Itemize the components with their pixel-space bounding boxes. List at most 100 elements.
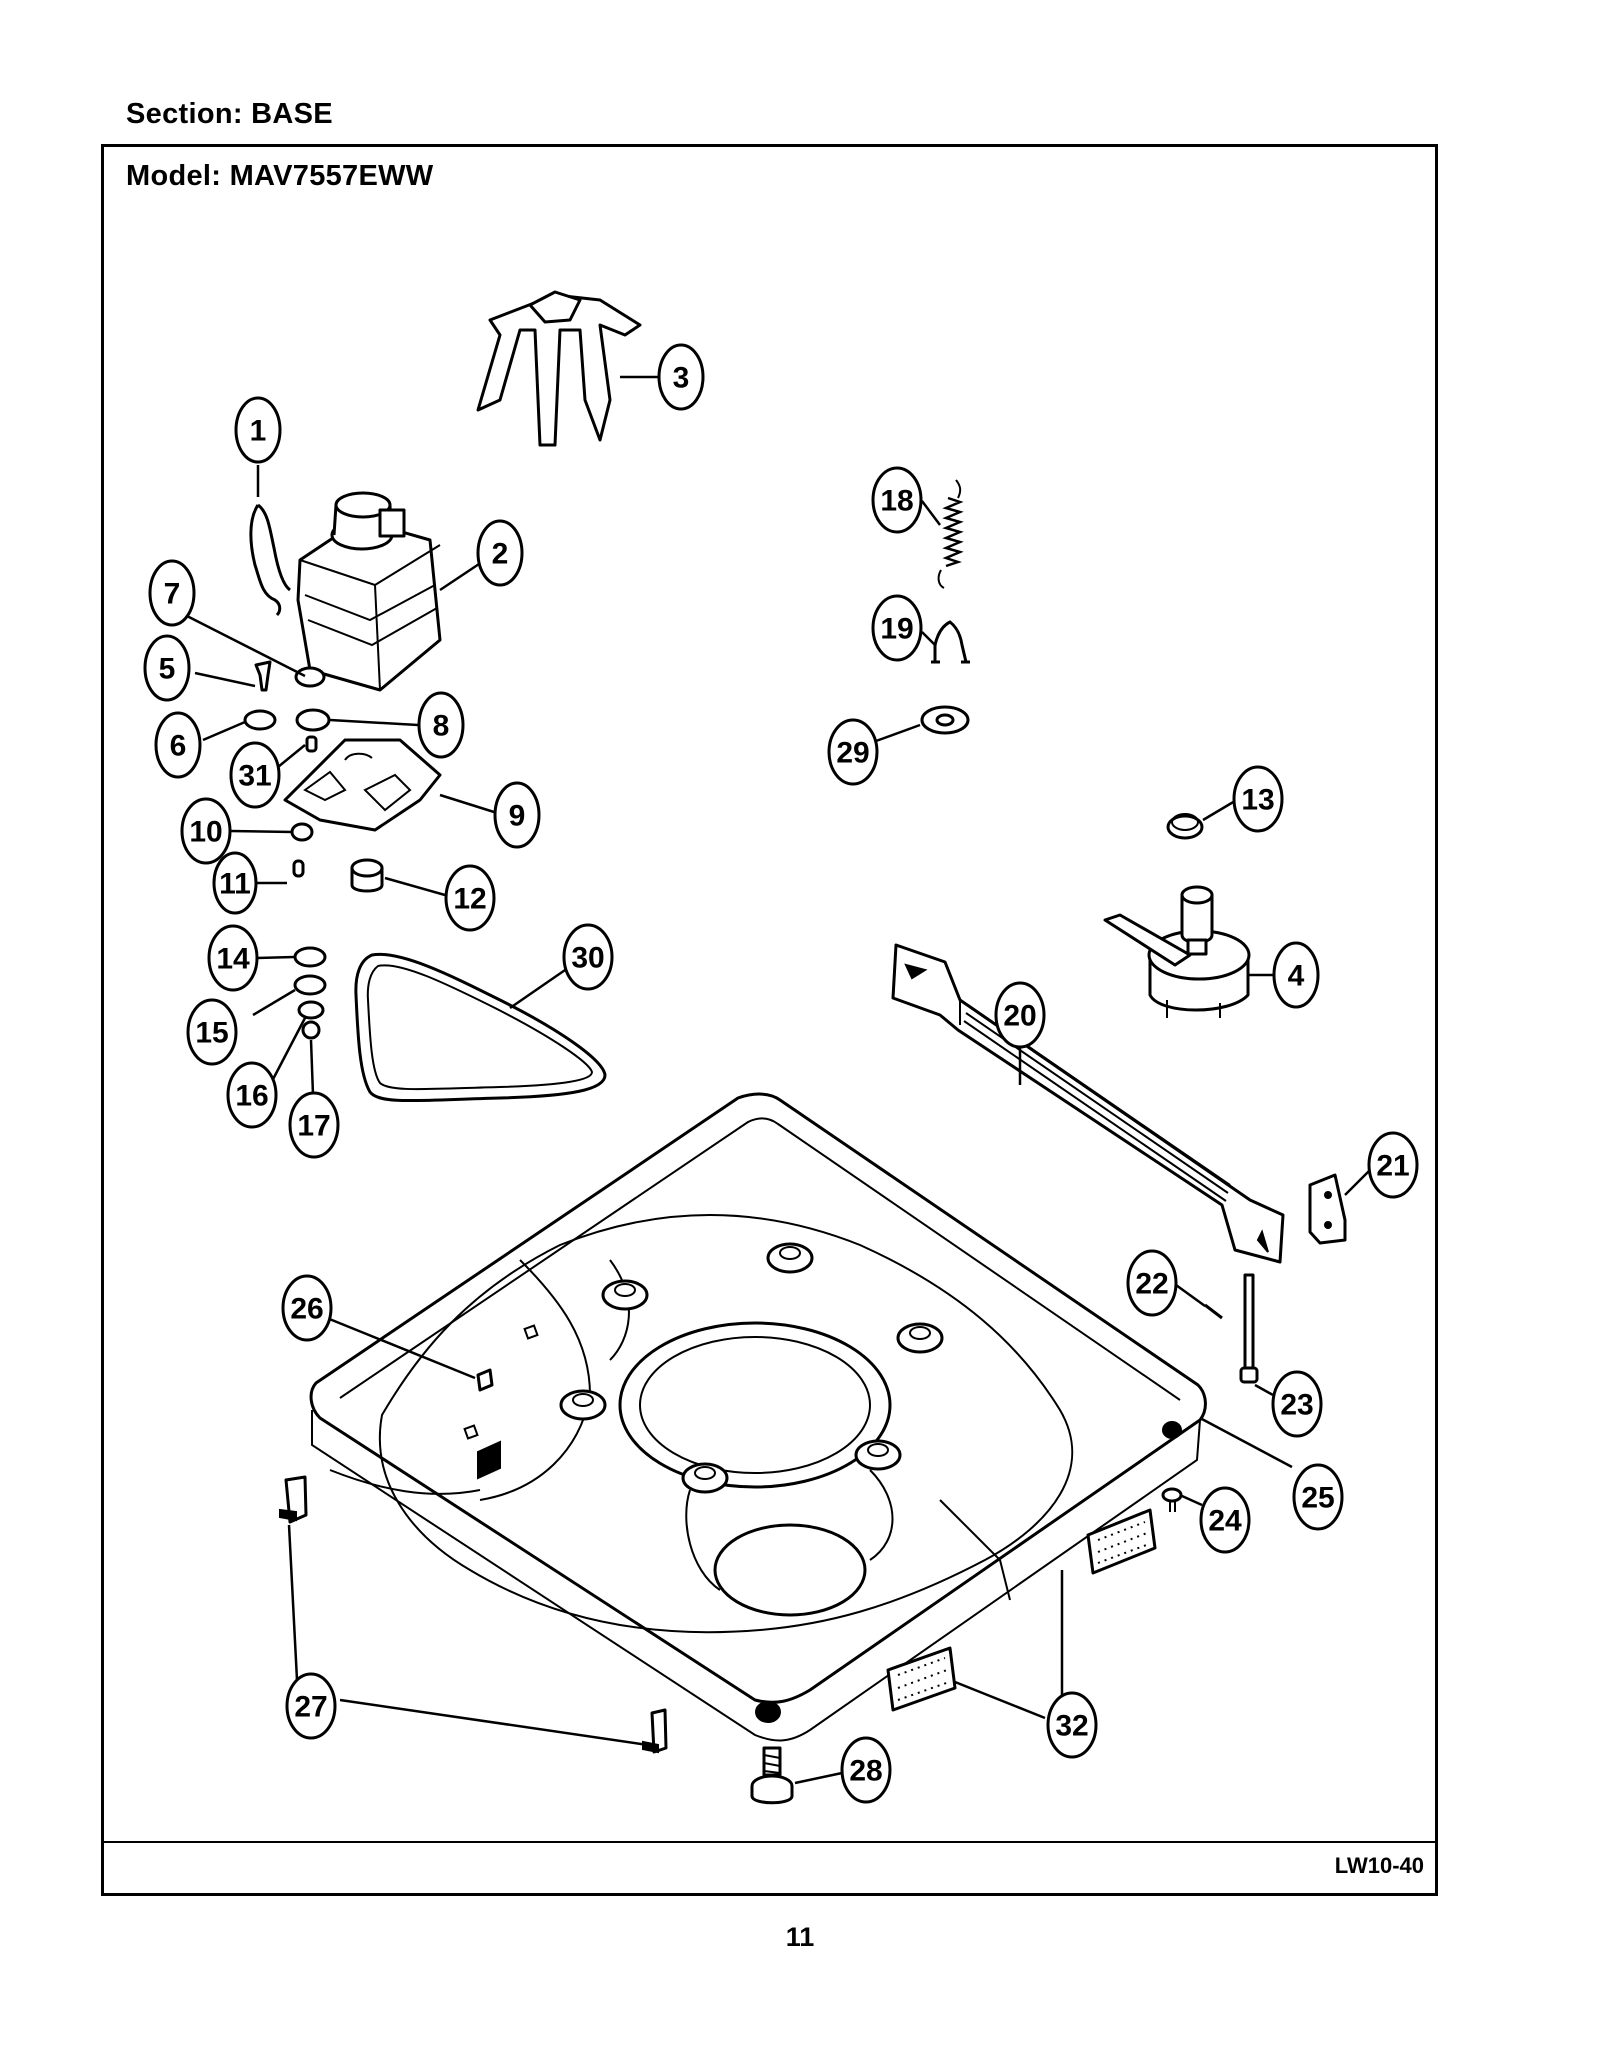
callout-28: 28 <box>840 1736 892 1804</box>
part-9-drawing <box>283 738 442 832</box>
part-10-drawing <box>290 822 314 842</box>
part-29-drawing <box>920 705 970 735</box>
svg-text:21: 21 <box>1376 1150 1409 1183</box>
svg-text:14: 14 <box>216 943 250 976</box>
callout-21: 21 <box>1367 1131 1419 1199</box>
svg-text:25: 25 <box>1301 1482 1334 1515</box>
svg-text:28: 28 <box>849 1755 882 1788</box>
part-22-drawing <box>1204 1303 1223 1320</box>
callout-26: 26 <box>281 1274 333 1342</box>
part-4-drawing <box>1103 885 1251 1018</box>
svg-text:5: 5 <box>159 653 176 686</box>
svg-text:17: 17 <box>297 1110 330 1143</box>
part-23-drawing <box>1239 1273 1259 1384</box>
part-24-drawing <box>1161 1487 1183 1512</box>
svg-text:15: 15 <box>195 1017 228 1050</box>
part-8-drawing <box>295 708 331 732</box>
part-30-drawing <box>354 952 607 1103</box>
svg-text:18: 18 <box>880 485 913 518</box>
callout-25: 25 <box>1292 1463 1344 1531</box>
svg-text:26: 26 <box>290 1293 323 1326</box>
svg-text:27: 27 <box>294 1691 327 1724</box>
document-code: LW10-40 <box>1334 1853 1424 1878</box>
callout-23: 23 <box>1271 1370 1323 1438</box>
callout-4: 4 <box>1272 941 1320 1009</box>
diagram-frame <box>101 144 1438 1896</box>
svg-text:2: 2 <box>492 538 509 571</box>
callout-22: 22 <box>1126 1249 1178 1317</box>
part-32-drawing <box>886 1508 1157 1712</box>
part-26-drawing <box>476 1368 494 1392</box>
part-18-drawing <box>937 479 964 589</box>
svg-text:4: 4 <box>1288 960 1305 993</box>
svg-text:23: 23 <box>1280 1389 1313 1422</box>
callout-2: 2 <box>476 519 524 587</box>
svg-text:7: 7 <box>164 578 181 611</box>
page-number: 11 <box>785 1922 815 1952</box>
model-title: Model: MAV7557EWW <box>126 160 434 192</box>
svg-text:13: 13 <box>1241 784 1274 817</box>
callout-31: 31 <box>229 741 281 809</box>
callout-11: 11 <box>212 851 258 915</box>
callout-13: 13 <box>1232 765 1284 833</box>
svg-text:6: 6 <box>170 730 187 763</box>
callout-32: 32 <box>1046 1691 1098 1759</box>
callout-20: 20 <box>994 981 1046 1049</box>
part-1-drawing <box>249 503 291 617</box>
part-19-drawing <box>931 620 970 664</box>
part-5-drawing <box>254 660 272 692</box>
part-6-drawing <box>243 709 277 731</box>
svg-text:11: 11 <box>219 868 251 901</box>
callout-7: 7 <box>148 559 196 627</box>
svg-text:22: 22 <box>1135 1268 1168 1301</box>
callout-17: 17 <box>288 1091 340 1159</box>
callout-8: 8 <box>417 691 465 759</box>
part-25-drawing <box>309 1092 1207 1742</box>
leader-lines <box>184 375 1371 1785</box>
callout-1: 1 <box>234 396 282 464</box>
part-11-drawing <box>292 859 305 878</box>
svg-text:3: 3 <box>673 362 690 395</box>
frame-divider <box>101 1841 1438 1843</box>
svg-text:19: 19 <box>880 613 913 646</box>
part-12-drawing <box>350 858 384 893</box>
svg-text:12: 12 <box>453 883 486 916</box>
part-2-drawing <box>296 491 442 692</box>
section-title: Section: BASE <box>126 98 333 130</box>
callout-5: 5 <box>143 634 191 702</box>
part-27-drawing <box>279 1475 668 1754</box>
svg-text:20: 20 <box>1003 1000 1036 1033</box>
part-14-drawing <box>293 946 327 968</box>
callout-19: 19 <box>871 594 923 662</box>
callout-16: 16 <box>226 1061 278 1129</box>
part-15-drawing <box>293 974 327 996</box>
svg-text:32: 32 <box>1055 1710 1088 1743</box>
callout-15: 15 <box>186 998 238 1066</box>
callout-29: 29 <box>827 718 879 786</box>
svg-text:24: 24 <box>1208 1505 1242 1538</box>
svg-text:29: 29 <box>836 737 869 770</box>
svg-text:30: 30 <box>571 942 604 975</box>
callout-10: 10 <box>180 797 232 865</box>
callout-27: 27 <box>285 1672 337 1740</box>
callout-24: 24 <box>1199 1486 1251 1554</box>
part-13-drawing <box>1166 813 1204 840</box>
part-17-drawing <box>301 1020 321 1040</box>
callout-14: 14 <box>207 924 259 992</box>
svg-text:16: 16 <box>235 1080 268 1113</box>
part-7-drawing <box>294 666 326 688</box>
part-31-drawing <box>305 735 318 753</box>
callout-9: 9 <box>493 781 541 849</box>
callout-6: 6 <box>154 711 202 779</box>
svg-text:8: 8 <box>433 710 450 743</box>
svg-text:31: 31 <box>238 760 271 793</box>
svg-text:1: 1 <box>250 415 267 448</box>
part-21-drawing <box>1308 1173 1347 1245</box>
callout-12: 12 <box>444 864 496 932</box>
callout-18: 18 <box>871 466 923 534</box>
part-16-drawing <box>297 1000 325 1020</box>
part-3-drawing <box>476 290 642 447</box>
callout-3: 3 <box>657 343 705 411</box>
svg-text:9: 9 <box>509 800 526 833</box>
